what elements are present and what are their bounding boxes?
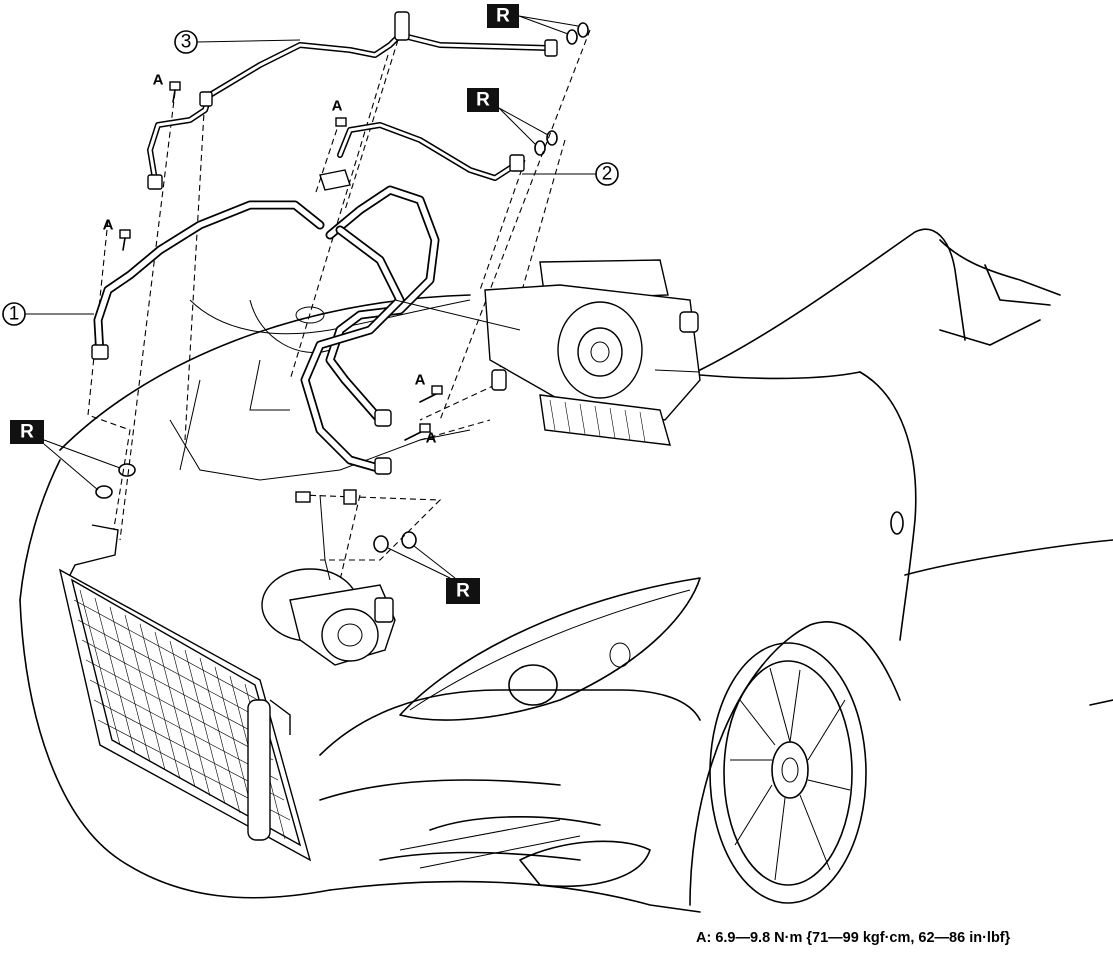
hvac-unit <box>394 259 701 446</box>
replace-label-r: R <box>387 545 480 604</box>
replace-label-r: R <box>467 88 549 146</box>
part-1-hose <box>91 185 440 475</box>
torque-specification-note: A: 6.9—9.8 N·m {71—99 kgf·cm, 62—86 in·l… <box>696 930 1011 946</box>
bolt-icon <box>119 229 131 251</box>
vehicle-body-outline <box>19 228 1113 913</box>
bolt-label-a: A <box>103 217 114 234</box>
callout-3: 3 <box>174 30 301 54</box>
condenser <box>58 524 312 862</box>
bolt-label-a: A <box>415 372 426 389</box>
bolt-icon <box>419 385 443 403</box>
svg-text:R: R <box>20 422 34 443</box>
svg-text:R: R <box>476 90 490 111</box>
bolt-label-a: A <box>332 98 343 115</box>
bolt-label-a: A <box>426 430 437 447</box>
bolt-icon <box>169 81 181 103</box>
callout-2: 2 <box>522 162 619 186</box>
o-rings <box>95 22 589 553</box>
bolt-icon <box>404 423 431 441</box>
svg-text:R: R <box>496 6 510 27</box>
replace-label-r: R <box>487 4 579 35</box>
replace-label-r: R <box>10 420 121 491</box>
bolts <box>119 81 443 441</box>
part-2-pipe <box>319 122 525 191</box>
bolt-icon <box>335 117 347 127</box>
compressor <box>261 489 396 666</box>
svg-text:R: R <box>456 581 470 602</box>
callout-1: 1 <box>2 302 94 326</box>
svg-text:2: 2 <box>602 164 613 185</box>
svg-text:1: 1 <box>9 304 20 325</box>
part-3-pipe <box>147 11 558 190</box>
svg-text:3: 3 <box>181 32 192 53</box>
bolt-label-a: A <box>153 72 164 89</box>
